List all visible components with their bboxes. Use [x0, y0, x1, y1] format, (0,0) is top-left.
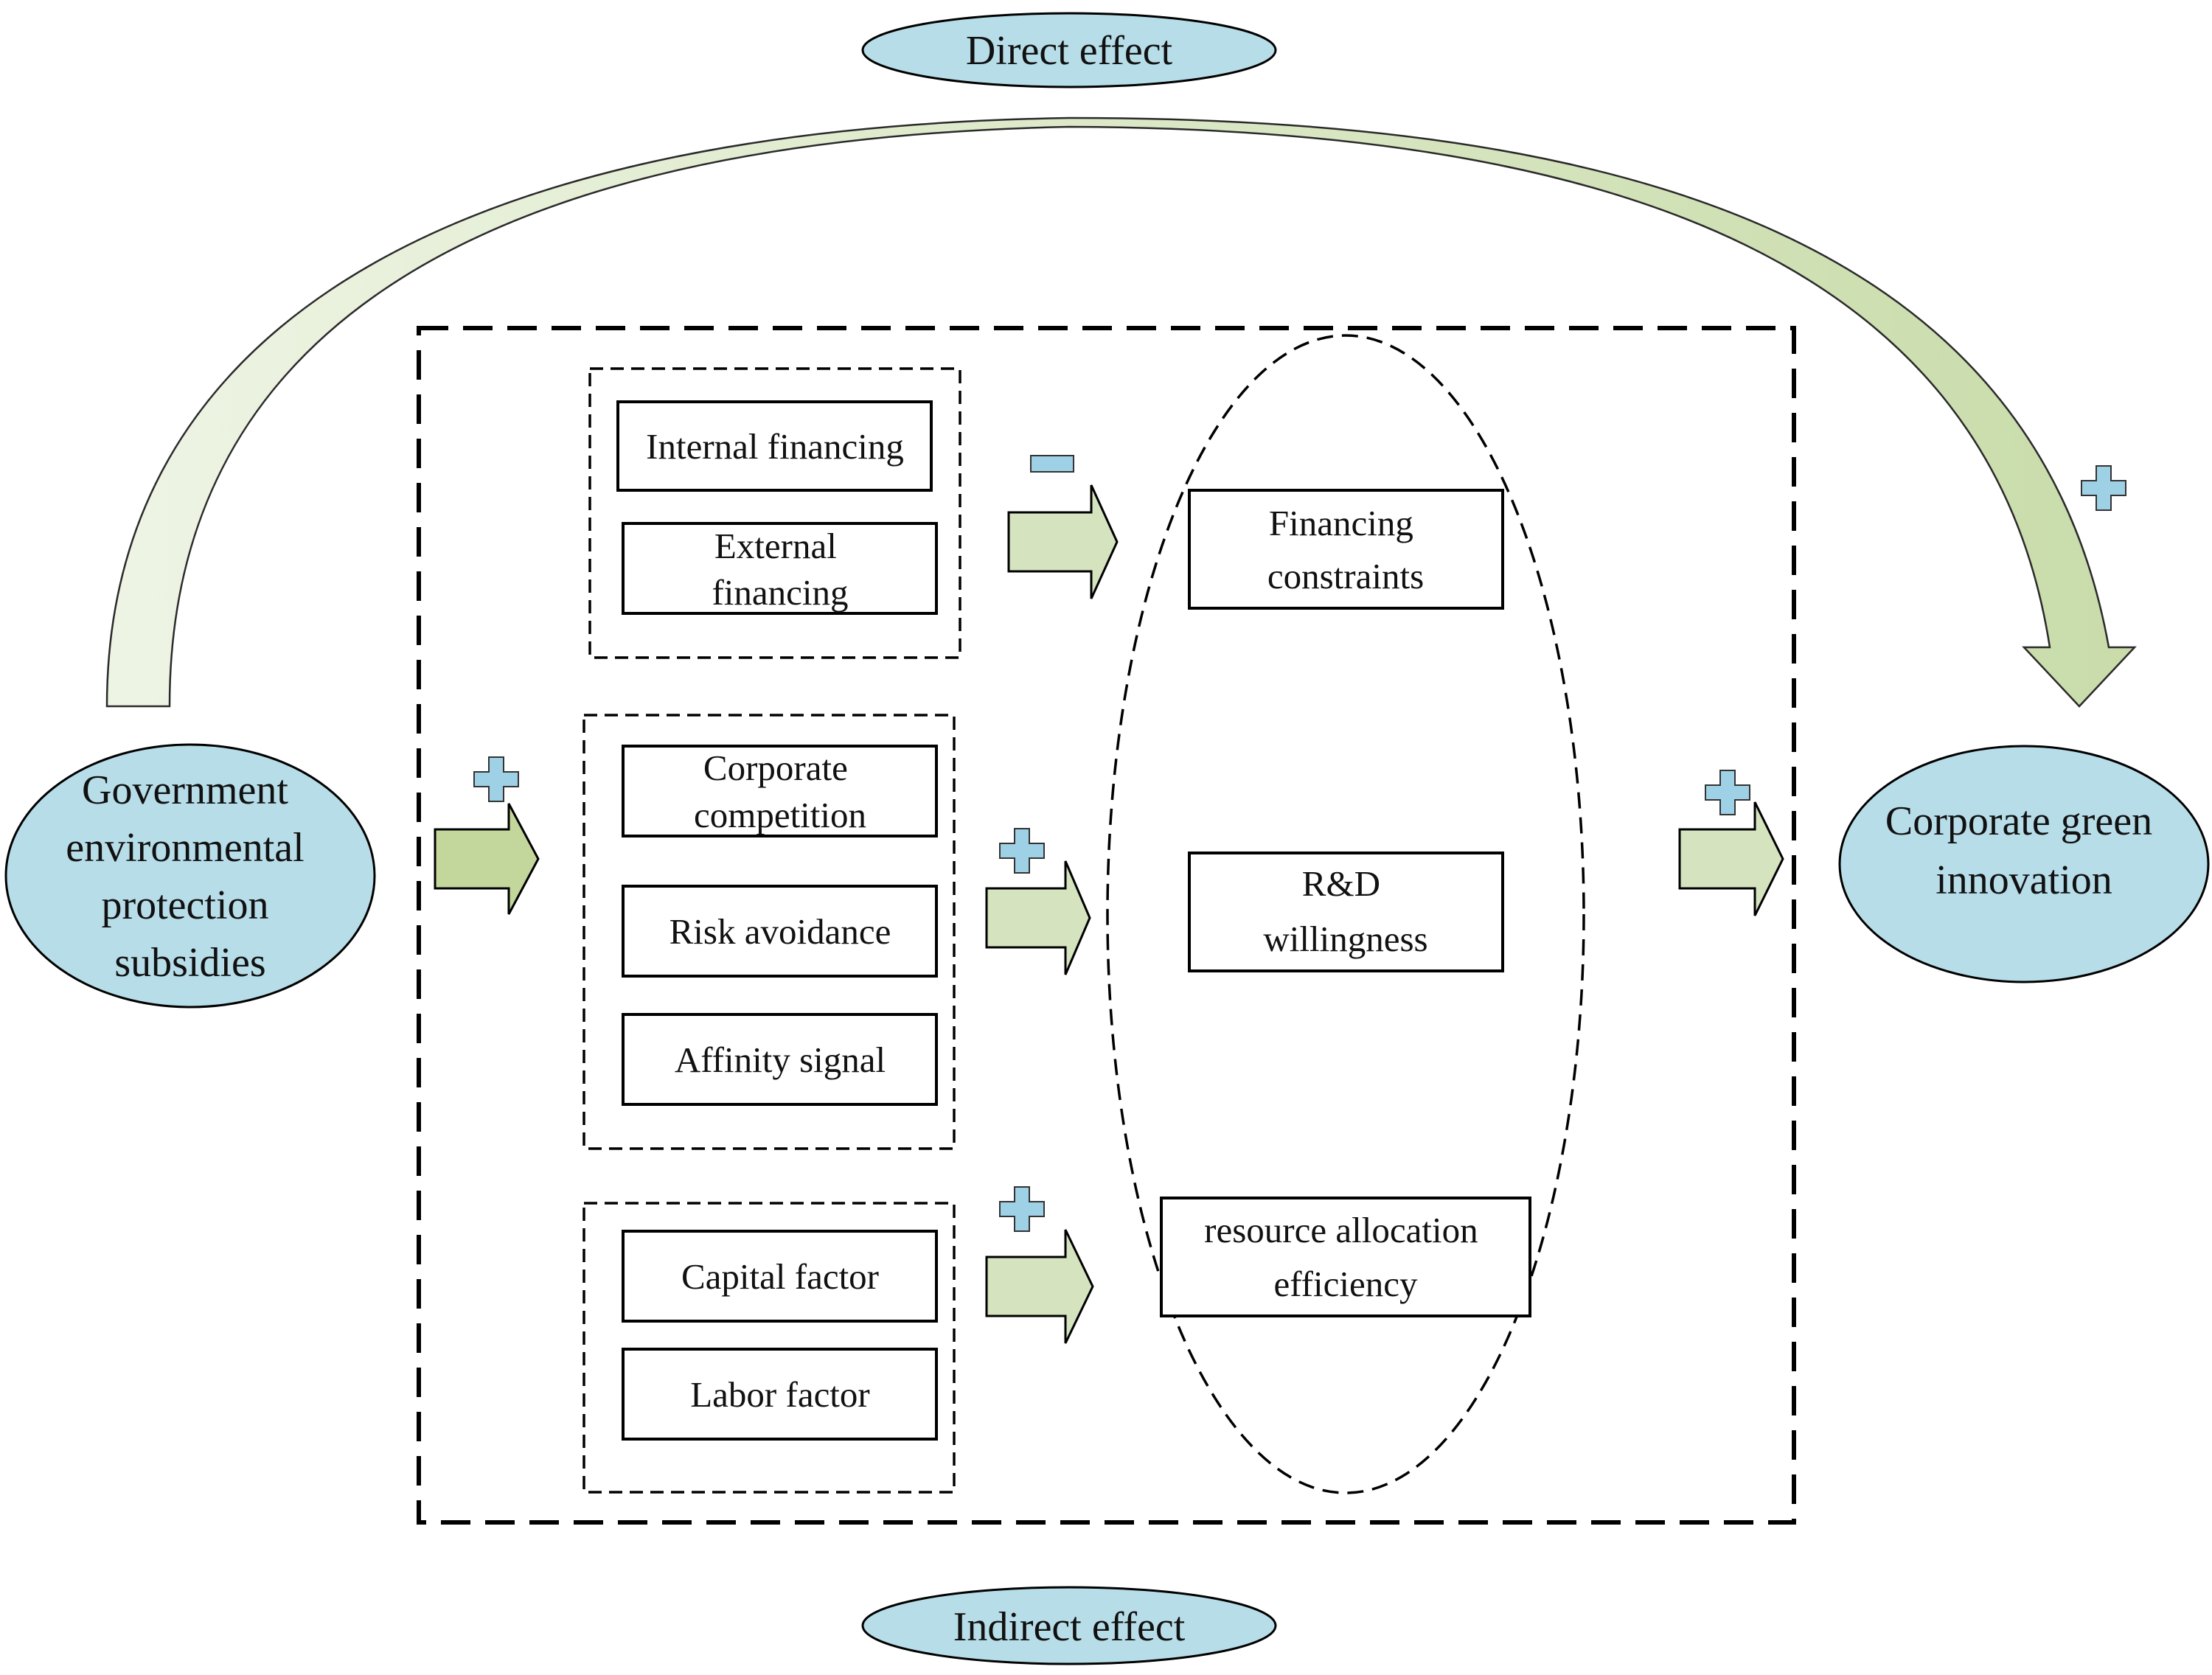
arrow-group-3-to-mechanism: [985, 1229, 1094, 1344]
mechanism-financing-constraints: Financing constraints: [1267, 503, 1424, 596]
factor-external-financing-box: [622, 522, 938, 615]
factor-corporate-competition-box: [622, 745, 938, 838]
source-ellipse: [4, 743, 376, 1009]
arrow-group-1-to-mechanism: [1007, 484, 1119, 599]
factor-corporate-competition: Corporate competition: [694, 748, 866, 835]
factor-capital-factor-box: [622, 1230, 938, 1323]
factor-corporate-competition-line-2: competition: [694, 795, 866, 835]
plus-sign-group-3: [999, 1186, 1045, 1232]
factor-affinity-signal: Affinity signal: [675, 1040, 886, 1080]
indirect-mechanism-box: [417, 326, 1796, 1525]
factor-external-financing-line-1: External: [714, 526, 837, 566]
source-line-3: protection: [101, 882, 268, 928]
indirect-effect-ellipse: [861, 1586, 1277, 1665]
factor-corporate-competition-line-1: Corporate: [703, 748, 848, 788]
mechanism-rd-willingness-line-2: willingness: [1263, 919, 1427, 959]
direct-effect-ellipse: [861, 12, 1277, 88]
factor-labor-factor: Labor factor: [690, 1374, 870, 1415]
mechanism-resource-allocation-line-1: resource allocation: [1204, 1210, 1478, 1250]
mechanism-resource-allocation-box: [1160, 1197, 1531, 1317]
mechanism-resource-allocation: resource allocation efficiency: [1204, 1210, 1487, 1304]
target-line-1: Corporate green: [1885, 798, 2152, 844]
factor-risk-avoidance-box: [622, 885, 938, 978]
indirect-effect-label: Indirect effect: [953, 1604, 1186, 1650]
minus-sign-group-1: [1030, 455, 1074, 473]
mechanism-financing-constraints-line-2: constraints: [1267, 556, 1424, 596]
factor-capital-factor: Capital factor: [681, 1256, 879, 1297]
factor-internal-financing-box: [616, 400, 933, 492]
target-label: Corporate green innovation: [1885, 798, 2163, 903]
target-line-2: innovation: [1935, 857, 2112, 903]
direct-effect-curved-arrow: [105, 116, 2137, 708]
factor-group-2-box: [582, 714, 956, 1150]
mechanism-financing-constraints-line-1: Financing: [1269, 503, 1413, 543]
factor-labor-factor-box: [622, 1348, 938, 1441]
mechanism-resource-allocation-line-2: efficiency: [1274, 1264, 1418, 1304]
direct-effect-label: Direct effect: [966, 28, 1173, 74]
mechanism-rd-willingness-box: [1188, 852, 1504, 972]
mechanism-rd-willingness-line-1: R&D: [1302, 863, 1380, 904]
target-ellipse: [1838, 745, 2210, 983]
arrow-group-2-to-mechanism: [985, 860, 1091, 975]
mechanism-financing-constraints-box: [1188, 489, 1504, 610]
source-line-4: subsidies: [114, 940, 265, 986]
source-label: Government environmental protection subs…: [66, 767, 314, 986]
factor-external-financing: External financing: [712, 526, 848, 613]
arrow-source-to-box: [434, 803, 540, 915]
factor-external-financing-line-2: financing: [712, 572, 848, 613]
plus-sign-source: [473, 756, 519, 802]
source-line-1: Government: [82, 767, 288, 813]
plus-sign-group-2: [999, 828, 1045, 874]
factor-internal-financing: Internal financing: [646, 426, 904, 467]
arrow-box-to-target: [1678, 801, 1784, 916]
factor-risk-avoidance: Risk avoidance: [669, 911, 891, 952]
source-line-2: environmental: [66, 825, 304, 871]
mechanism-ellipse: [1106, 334, 1585, 1494]
factor-affinity-signal-box: [622, 1013, 938, 1106]
plus-sign-target: [1705, 770, 1750, 815]
plus-sign-direct: [2081, 465, 2126, 511]
mechanism-rd-willingness: R&D willingness: [1263, 863, 1427, 959]
